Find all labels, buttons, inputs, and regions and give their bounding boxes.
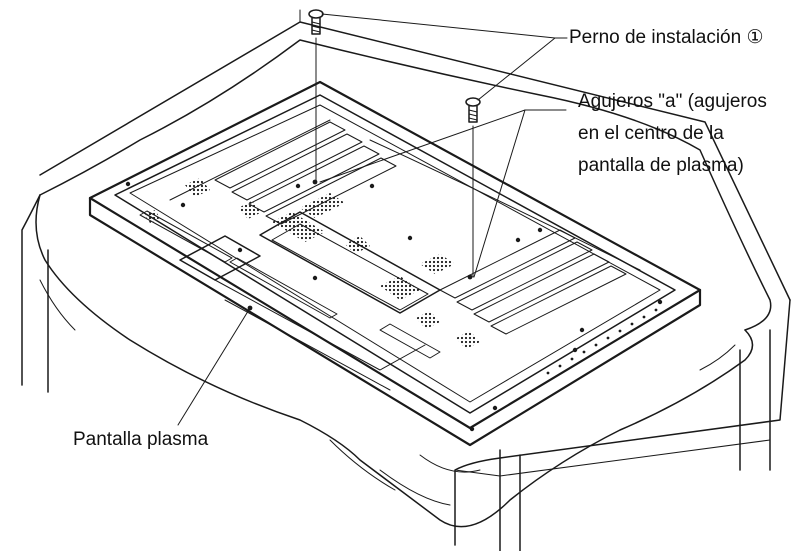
- panel-label: Pantalla plasma: [73, 429, 209, 450]
- holes-label-line3: pantalla de plasma): [578, 155, 744, 176]
- installation-bolt-right: [465, 97, 481, 278]
- table: [21, 9, 791, 551]
- bolt-label: Perno de instalación ①: [569, 27, 764, 48]
- leader-lines: [177, 13, 568, 426]
- holes-label-line2: en el centro de la: [578, 123, 724, 144]
- cloth: [35, 39, 772, 528]
- holes-label-line1: Agujeros "a" (agujeros: [578, 91, 767, 112]
- plasma-panel: [88, 80, 702, 447]
- installation-bolt-left: [308, 9, 324, 183]
